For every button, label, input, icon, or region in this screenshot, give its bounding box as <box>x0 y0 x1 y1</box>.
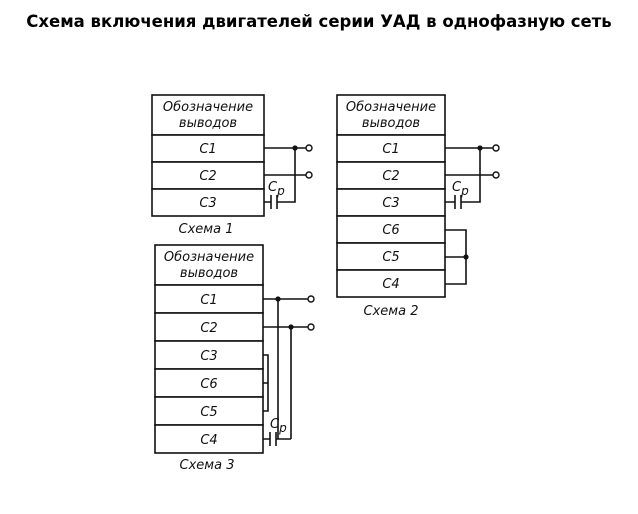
terminal-label: С3 <box>199 196 216 211</box>
page-title: Схема включения двигателей серии УАД в о… <box>26 12 612 31</box>
wire <box>264 147 306 203</box>
header-line2: выводов <box>179 116 237 131</box>
terminal-open-circle <box>305 144 313 152</box>
scheme-caption: Схема 2 <box>364 304 419 319</box>
terminal-label: С2 <box>200 321 217 336</box>
header-cell <box>336 94 446 136</box>
wire <box>445 147 493 203</box>
header-line2: выводов <box>362 116 420 131</box>
header-cell <box>151 94 265 136</box>
scheme-2: Обозначение выводов С1 С2 С3 С6 С5 С4 Ср… <box>336 94 500 319</box>
terminal-label: С1 <box>200 293 217 308</box>
junction-dot <box>292 145 298 151</box>
terminal-label: С6 <box>200 377 217 392</box>
terminal-label: С3 <box>382 196 399 211</box>
terminal-label: С4 <box>200 433 217 448</box>
terminal-open-circle <box>492 144 500 152</box>
junction-dot <box>288 324 294 330</box>
jumper-wire <box>445 229 467 285</box>
junction-dot <box>463 254 469 260</box>
scheme-caption: Схема 1 <box>179 222 234 237</box>
terminal-label: С3 <box>200 349 217 364</box>
terminal-label: С5 <box>382 250 399 265</box>
terminal-row <box>336 269 446 298</box>
header-line2: выводов <box>180 266 238 281</box>
terminal-row <box>336 134 446 163</box>
header-line1: Обозначение <box>346 100 436 115</box>
terminal-label: С1 <box>382 142 399 157</box>
junction-dot <box>275 296 281 302</box>
capacitor-label: Ср <box>268 180 285 198</box>
terminal-label: С4 <box>382 277 399 292</box>
terminal-row <box>336 242 446 271</box>
terminal-row <box>154 284 264 314</box>
header-line1: Обозначение <box>164 250 254 265</box>
terminal-label: С2 <box>382 169 399 184</box>
terminal-row <box>336 161 446 190</box>
terminal-row <box>154 424 264 454</box>
terminal-label: С1 <box>199 142 216 157</box>
terminal-open-circle <box>305 171 313 179</box>
scheme-1: Обозначение выводов С1 С2 С3 Ср Схема 1 <box>151 94 313 237</box>
terminal-label: С5 <box>200 405 217 420</box>
scheme-3: Обозначение выводов С1 С2 С3 С6 С5 С4 Ср… <box>154 244 315 473</box>
scheme-caption: Схема 3 <box>180 458 235 473</box>
capacitor-label: Ср <box>452 180 469 198</box>
terminal-open-circle <box>492 171 500 179</box>
terminal-row <box>336 188 446 217</box>
capacitor-label: Ср <box>270 417 287 435</box>
header-cell <box>154 244 264 286</box>
header-line1: Обозначение <box>163 100 253 115</box>
terminal-open-circle <box>307 323 315 331</box>
junction-dot <box>477 145 483 151</box>
terminal-row <box>154 368 264 398</box>
terminal-label: С6 <box>382 223 399 238</box>
terminal-label: С2 <box>199 169 216 184</box>
wire <box>263 298 308 440</box>
terminal-row <box>154 396 264 426</box>
terminal-open-circle <box>307 295 315 303</box>
